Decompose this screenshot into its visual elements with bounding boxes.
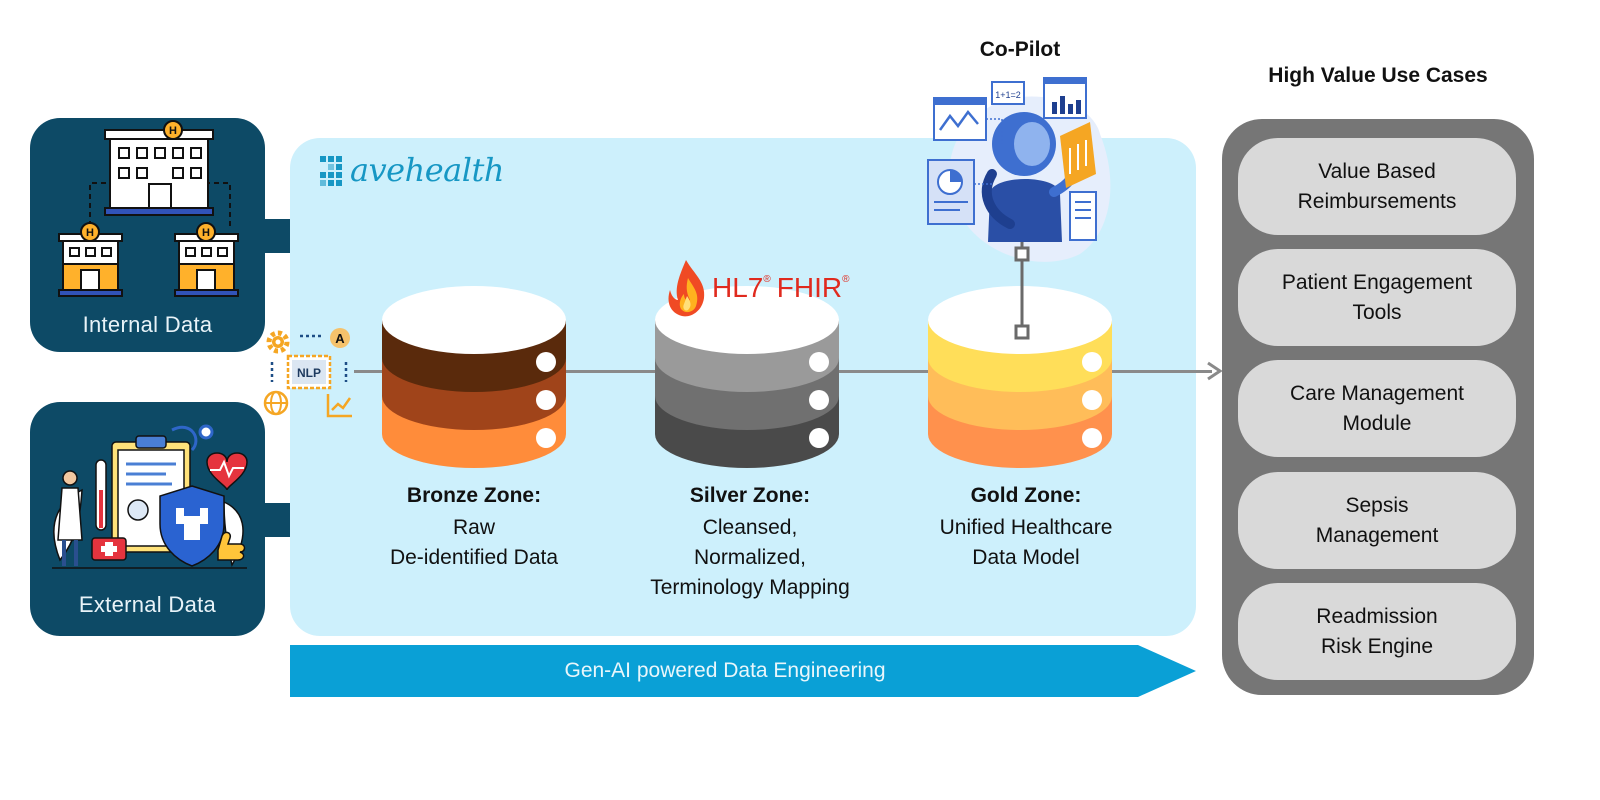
silver-zone-title: Silver Zone: (689, 484, 811, 507)
flame-icon (668, 260, 705, 317)
grid-logo-icon (320, 156, 342, 186)
nlp-label: NLP (297, 366, 321, 380)
nlp-icon: A NLP (263, 328, 352, 418)
internal-data-box: H H H Internal Data (30, 118, 265, 352)
brand-logo: avehealth (320, 150, 504, 190)
database-indicator (536, 390, 556, 410)
use-cases-title: High Value Use Cases (1268, 64, 1488, 87)
hl7-fhir-logo: HL7 ® FHIR ® (664, 258, 849, 318)
silver-zone-description: Cleansed, Normalized, Terminology Mappin… (650, 516, 850, 599)
database-indicator (1082, 390, 1102, 410)
silver-zone-database-icon (655, 286, 839, 468)
bronze-zone-description: Raw De-identified Data (389, 516, 559, 569)
database-indicator (1082, 352, 1102, 372)
use-case-readmission-risk-engine[interactable]: Readmission Risk Engine (1238, 583, 1516, 680)
database-indicator (809, 390, 829, 410)
hospital-network-icon: H H H (58, 120, 239, 297)
svg-text:H: H (169, 125, 177, 137)
copilot-chip-text: 1+1=2 (995, 90, 1021, 100)
hl7-label: HL7 (712, 272, 764, 303)
database-lid (382, 286, 566, 354)
gold-zone-title: Gold Zone: (970, 484, 1082, 507)
gen-ai-banner-text: Gen-AI powered Data Engineering (564, 659, 886, 682)
database-indicator (1082, 428, 1102, 448)
external-data-box: External Data (30, 402, 265, 636)
hl7-registered-mark: ® (763, 274, 771, 285)
internal-data-label: Internal Data (82, 312, 213, 337)
copilot-title: Co-Pilot (979, 38, 1061, 61)
use-case-value-based-reimbursements[interactable]: Value Based Reimbursements (1238, 138, 1516, 235)
database-indicator (536, 352, 556, 372)
flow-arrowhead-icon (1207, 361, 1223, 381)
use-case-patient-engagement-tools[interactable]: Patient Engagement Tools (1238, 249, 1516, 346)
gold-zone-description: Unified Healthcare Data Model (939, 516, 1113, 569)
database-lid (928, 286, 1112, 354)
fhir-label: FHIR (776, 272, 843, 303)
database-indicator (809, 352, 829, 372)
use-case-sepsis-management[interactable]: Sepsis Management (1238, 472, 1516, 569)
use-case-care-management-module[interactable]: Care Management Module (1238, 360, 1516, 457)
database-indicator (536, 428, 556, 448)
gold-zone-database-icon (928, 286, 1112, 468)
bronze-zone-title: Bronze Zone: (406, 484, 542, 507)
svg-text:H: H (202, 227, 210, 239)
copilot-robot-icon: 1+1=2 (927, 77, 1111, 340)
svg-text:H: H (86, 227, 94, 239)
nlp-badge-text: A (335, 331, 345, 346)
bronze-zone-database-icon (382, 286, 566, 468)
fhir-registered-mark: ® (842, 274, 850, 285)
brand-name: avehealth (350, 151, 504, 189)
database-indicator (809, 428, 829, 448)
external-data-label: External Data (78, 592, 217, 617)
gen-ai-banner (290, 645, 1196, 697)
medical-records-icon (52, 424, 248, 569)
